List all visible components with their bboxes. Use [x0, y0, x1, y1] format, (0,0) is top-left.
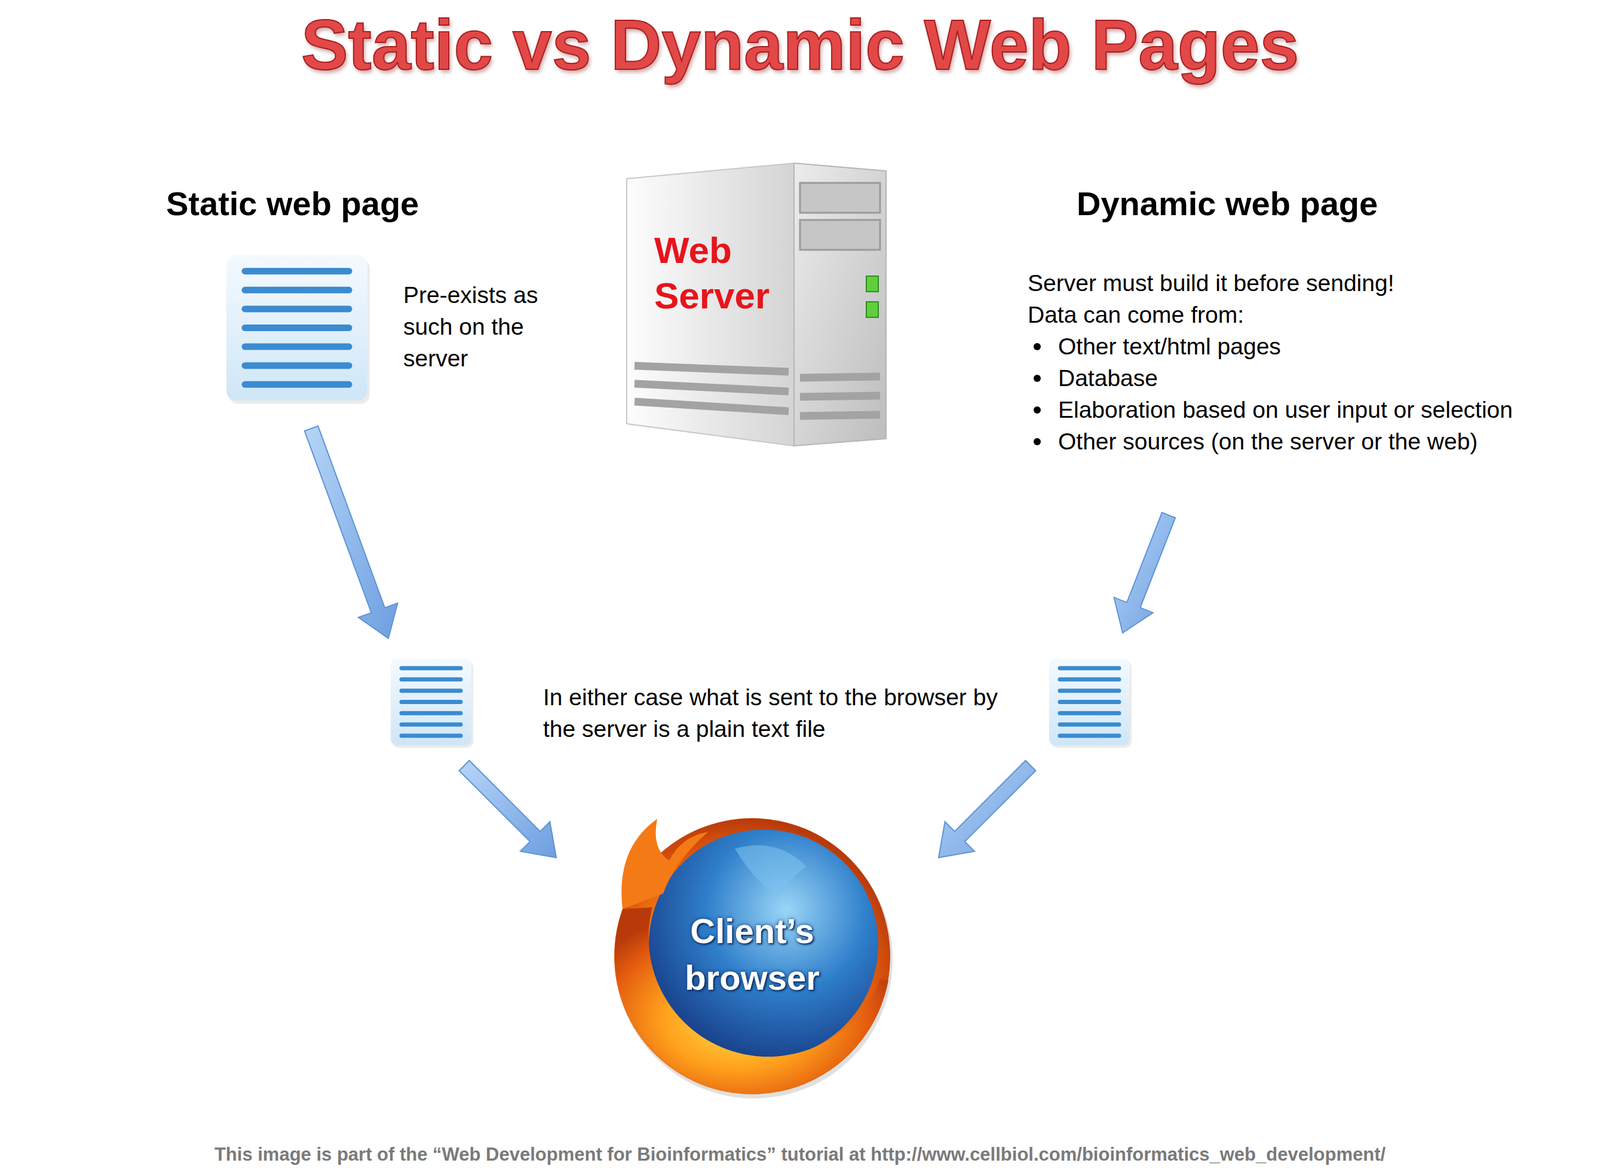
- fox-base: [614, 817, 891, 1094]
- document-line: [401, 676, 461, 682]
- bullet-dot: [1033, 437, 1041, 446]
- document-icon: [226, 255, 368, 401]
- block-arrow: [304, 425, 557, 858]
- document-line: [401, 722, 461, 727]
- bullet-item: Elaboration based on user input or selec…: [1027, 393, 1530, 426]
- document-line: [401, 710, 461, 716]
- document-line: [244, 286, 349, 294]
- browser-logo: [614, 817, 893, 1099]
- vent: [800, 376, 881, 378]
- document-line: [244, 343, 349, 351]
- document-line: [244, 324, 349, 331]
- document-line: [401, 733, 461, 738]
- note-text: Data can come from:: [1027, 298, 1530, 331]
- bullet-item: Other text/html pages: [1027, 330, 1530, 363]
- bullet-item: Other sources (on the server or the web): [1027, 425, 1530, 458]
- note-label: In either case what is sent to the brows…: [543, 681, 1034, 745]
- document-line: [244, 381, 349, 388]
- document-line: [1059, 722, 1120, 727]
- static-page-icon: Static web pagePre-exists as such on the…: [226, 255, 368, 401]
- bullet-dot: [1033, 406, 1041, 414]
- dynamic-page-text: Dynamic web pageServer must build it bef…: [1027, 267, 1530, 461]
- browser-label: Client’s browser: [662, 907, 842, 1001]
- fox-head: [621, 818, 708, 909]
- drive-bay: [800, 182, 881, 213]
- section-heading: Dynamic web page: [1076, 184, 1378, 223]
- arrow-segment: [459, 760, 557, 858]
- caption: This image is part of the “Web Developme…: [11, 1142, 1589, 1167]
- title: Static vs Dynamic Web Pages: [0, 2, 1600, 87]
- document-line: [1059, 699, 1120, 704]
- document-line: [244, 362, 349, 369]
- note-text: Pre-exists as such on the server: [403, 279, 547, 375]
- document-line: [1059, 710, 1120, 716]
- bullet-dot: [1033, 342, 1041, 351]
- client-browser: Client’s browser: [549, 854, 955, 1100]
- arrow-segment: [938, 760, 1036, 858]
- document-line: [401, 688, 461, 693]
- vent: [634, 383, 789, 392]
- drive-bay: [800, 219, 881, 250]
- arrow-segment: [1114, 512, 1176, 633]
- status-led: [866, 276, 879, 292]
- server-illustration: [626, 163, 887, 446]
- document-line: [1059, 688, 1120, 693]
- vent: [634, 401, 789, 412]
- vent: [800, 395, 881, 397]
- server-label: Web Server: [654, 227, 804, 319]
- status-led: [866, 301, 879, 318]
- server-front: [794, 163, 887, 446]
- document-line: [1059, 665, 1120, 670]
- document-line: [244, 305, 349, 312]
- bullet-dot: [1033, 374, 1041, 382]
- note-text: Server must build it before sending!: [1027, 267, 1530, 299]
- fox-body: [614, 906, 889, 1093]
- document-line: [1059, 676, 1120, 682]
- document-icon: [1049, 658, 1130, 746]
- section-heading: Static web page: [166, 184, 419, 223]
- document-line: [1059, 733, 1120, 738]
- arrow-segment: [304, 425, 398, 639]
- document-line: [244, 267, 349, 275]
- vent: [634, 365, 789, 372]
- web-server: Web Server: [626, 163, 887, 446]
- globe-land: [734, 844, 807, 897]
- document-icon: [390, 658, 472, 746]
- bullet-item: Database: [1027, 362, 1530, 394]
- document-line: [401, 699, 461, 704]
- vent: [800, 414, 881, 416]
- document-line: [401, 665, 461, 670]
